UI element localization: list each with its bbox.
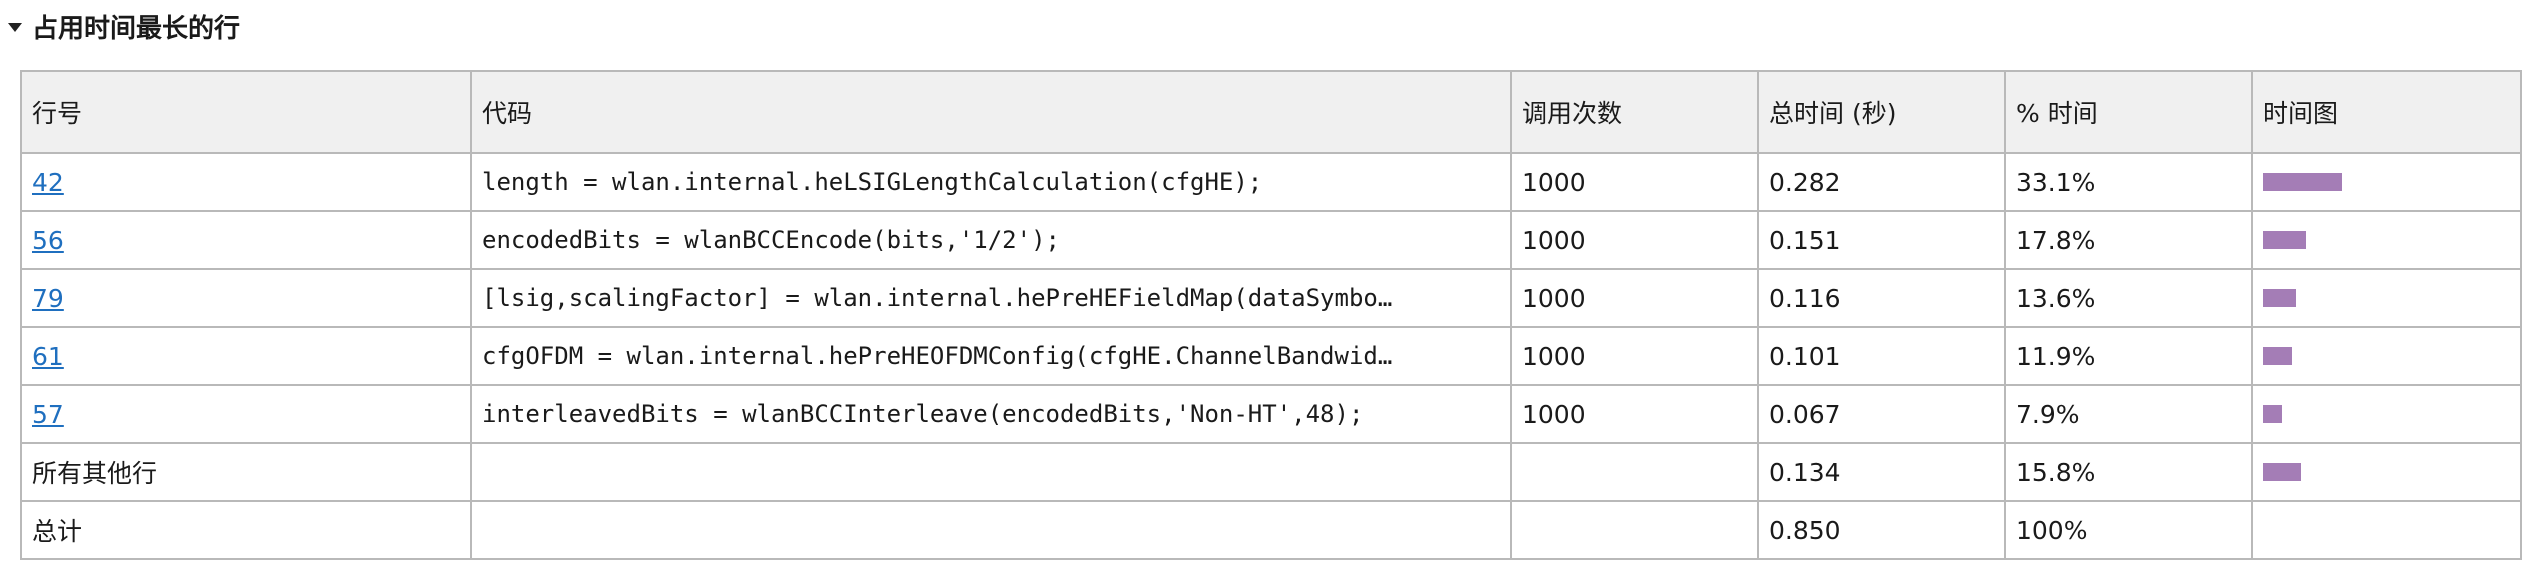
- line-number-cell: 79: [20, 268, 472, 328]
- column-header-calls[interactable]: 调用次数: [1510, 70, 1759, 154]
- table-row: 42 length = wlan.internal.heLSIGLengthCa…: [20, 152, 2522, 212]
- line-number-link[interactable]: 56: [32, 225, 64, 255]
- table-row-total: 总计 0.850 100%: [20, 500, 2522, 560]
- time-plot-cell: [2251, 500, 2522, 560]
- line-number-link[interactable]: 61: [32, 341, 64, 371]
- column-header-code[interactable]: 代码: [470, 70, 1512, 154]
- percent-time-cell: 100%: [2004, 500, 2253, 560]
- time-plot-cell: [2251, 152, 2522, 212]
- total-label: 总计: [20, 500, 472, 560]
- line-number-link[interactable]: 57: [32, 399, 64, 429]
- table-row: 56 encodedBits = wlanBCCEncode(bits,'1/2…: [20, 210, 2522, 270]
- percent-time-cell: 15.8%: [2004, 442, 2253, 502]
- code-cell: length = wlan.internal.heLSIGLengthCalcu…: [470, 152, 1512, 212]
- code-cell: encodedBits = wlanBCCEncode(bits,'1/2');: [470, 210, 1512, 270]
- column-header-line[interactable]: 行号: [20, 70, 472, 154]
- code-cell: [470, 500, 1512, 560]
- time-plot-cell: [2251, 210, 2522, 270]
- percent-time-cell: 7.9%: [2004, 384, 2253, 444]
- table-row: 79 [lsig,scalingFactor] = wlan.internal.…: [20, 268, 2522, 328]
- top-lines-table: 行号 代码 调用次数 总时间 (秒) % 时间 时间图 42 length = …: [20, 70, 2522, 560]
- code-cell: [470, 442, 1512, 502]
- line-number-link[interactable]: 42: [32, 167, 64, 197]
- calls-cell: [1510, 442, 1759, 502]
- time-bar: [2263, 347, 2292, 365]
- table-header-row: 行号 代码 调用次数 总时间 (秒) % 时间 时间图: [20, 70, 2522, 154]
- other-lines-label: 所有其他行: [20, 442, 472, 502]
- code-cell: cfgOFDM = wlan.internal.hePreHEOFDMConfi…: [470, 326, 1512, 386]
- time-bar: [2263, 463, 2301, 481]
- calls-cell: 1000: [1510, 210, 1759, 270]
- time-bar: [2263, 173, 2342, 191]
- time-bar: [2263, 289, 2296, 307]
- calls-cell: [1510, 500, 1759, 560]
- line-number-cell: 61: [20, 326, 472, 386]
- time-bar: [2263, 405, 2282, 423]
- total-time-cell: 0.116: [1757, 268, 2006, 328]
- line-number-cell: 56: [20, 210, 472, 270]
- line-number-link[interactable]: 79: [32, 283, 64, 313]
- total-time-cell: 0.134: [1757, 442, 2006, 502]
- percent-time-cell: 13.6%: [2004, 268, 2253, 328]
- time-plot-cell: [2251, 442, 2522, 502]
- column-header-total-time[interactable]: 总时间 (秒): [1757, 70, 2006, 154]
- total-time-cell: 0.067: [1757, 384, 2006, 444]
- column-header-percent-time[interactable]: % 时间: [2004, 70, 2253, 154]
- total-time-cell: 0.151: [1757, 210, 2006, 270]
- column-header-time-plot: 时间图: [2251, 70, 2522, 154]
- total-time-cell: 0.850: [1757, 500, 2006, 560]
- total-time-cell: 0.282: [1757, 152, 2006, 212]
- calls-cell: 1000: [1510, 326, 1759, 386]
- calls-cell: 1000: [1510, 152, 1759, 212]
- percent-time-cell: 17.8%: [2004, 210, 2253, 270]
- section-toggle-header[interactable]: 占用时间最长的行: [8, 4, 240, 48]
- table-row: 61 cfgOFDM = wlan.internal.hePreHEOFDMCo…: [20, 326, 2522, 386]
- line-number-cell: 57: [20, 384, 472, 444]
- time-plot-cell: [2251, 268, 2522, 328]
- table-row-other-lines: 所有其他行 0.134 15.8%: [20, 442, 2522, 502]
- time-plot-cell: [2251, 326, 2522, 386]
- time-bar: [2263, 231, 2306, 249]
- calls-cell: 1000: [1510, 268, 1759, 328]
- section-title: 占用时间最长的行: [32, 13, 241, 44]
- code-cell: interleavedBits = wlanBCCInterleave(enco…: [470, 384, 1512, 444]
- triangle-down-icon: [8, 22, 22, 32]
- table-row: 57 interleavedBits = wlanBCCInterleave(e…: [20, 384, 2522, 444]
- percent-time-cell: 11.9%: [2004, 326, 2253, 386]
- percent-time-cell: 33.1%: [2004, 152, 2253, 212]
- line-number-cell: 42: [20, 152, 472, 212]
- calls-cell: 1000: [1510, 384, 1759, 444]
- total-time-cell: 0.101: [1757, 326, 2006, 386]
- code-cell: [lsig,scalingFactor] = wlan.internal.heP…: [470, 268, 1512, 328]
- time-plot-cell: [2251, 384, 2522, 444]
